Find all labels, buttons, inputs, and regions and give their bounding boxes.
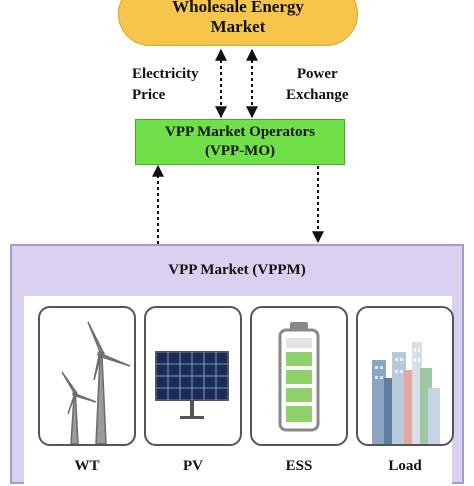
- wind-turbine-icon: [61, 321, 131, 444]
- wt-card: [38, 306, 136, 446]
- load-label: Load: [388, 458, 422, 474]
- ess-card: [250, 306, 348, 446]
- market-title-line2: Market: [210, 17, 266, 36]
- city-buildings-icon: [372, 342, 440, 444]
- ess-label: ESS: [285, 458, 313, 474]
- market-title-line1: Wholesale Energy: [172, 0, 304, 16]
- wt-label: WT: [74, 458, 100, 474]
- exchange-label-line2: Exchange: [286, 87, 349, 103]
- pv-card: [144, 306, 242, 446]
- vpp-market-operators-node: VPP Market Operators (VPP-MO): [135, 119, 345, 165]
- exchange-label-line1: Power: [296, 66, 338, 82]
- load-card: [356, 306, 454, 446]
- solar-panel-icon: [155, 351, 229, 419]
- pv-label: PV: [183, 458, 203, 474]
- power-exchange-label: Power Exchange: [286, 64, 349, 106]
- price-label-line2: Price: [132, 87, 166, 103]
- price-label-line1: Electricity: [132, 66, 199, 82]
- vpp-market-node: VPP Market (VPPM) WT: [10, 244, 464, 486]
- electricity-price-label: Electricity Price: [132, 64, 199, 106]
- operators-line1: VPP Market Operators: [165, 124, 315, 140]
- vppm-title: VPP Market (VPPM): [168, 262, 306, 278]
- devices-panel: WT PV: [24, 296, 454, 486]
- operators-line2: (VPP-MO): [205, 143, 275, 159]
- connector-arrows: [152, 48, 324, 244]
- battery-icon: [278, 322, 320, 432]
- wholesale-market-node: Wholesale Energy Market: [118, 0, 358, 46]
